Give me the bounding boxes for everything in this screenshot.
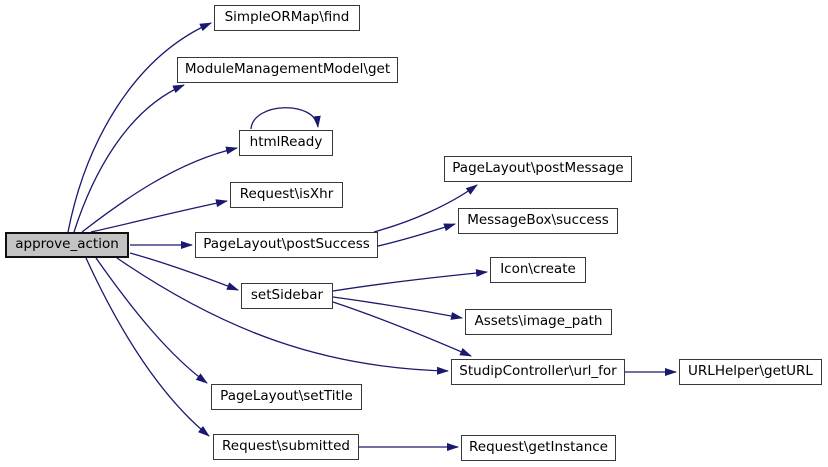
edge-approve_action-to-request_submitted <box>85 257 210 437</box>
edge-approve_action-to-htmlready <box>81 146 238 233</box>
node-pagelayout_postsuccess[interactable]: PageLayout\postSuccess <box>195 232 378 258</box>
edge-pagelayout_postsuccess-to-pagelayout_postmessage <box>373 184 478 233</box>
node-htmlready[interactable]: htmlReady <box>239 130 333 156</box>
node-setsidebar[interactable]: setSidebar <box>241 283 333 309</box>
edge-approve_action-to-pagelayout_settitle <box>95 257 208 384</box>
node-messagebox_success[interactable]: MessageBox\success <box>458 208 618 234</box>
edge-approve_action-to-simpleormap_find <box>67 22 212 233</box>
node-simpleormap_find[interactable]: SimpleORMap\find <box>214 5 360 31</box>
node-pagelayout_settitle[interactable]: PageLayout\setTitle <box>211 384 362 410</box>
edge-pagelayout_postsuccess-to-messagebox_success <box>377 223 456 247</box>
node-icon_create[interactable]: Icon\create <box>490 257 586 283</box>
node-request_submitted[interactable]: Request\submitted <box>213 434 359 460</box>
edge-approve_action-to-request_isxhr <box>90 199 228 233</box>
edge-setsidebar-to-studipcontroller_url_for <box>332 301 472 357</box>
edge-setsidebar-to-assets_image_path <box>332 296 463 320</box>
node-studipcontroller_url_for[interactable]: StudipController\url_for <box>451 359 625 385</box>
edge-setsidebar-to-icon_create <box>332 269 488 292</box>
edge-htmlready-self-loop <box>250 107 321 130</box>
node-modulemanagementmodel_get[interactable]: ModuleManagementModel\get <box>177 57 398 83</box>
edge-approve_action-to-modulemanagementmodel_get <box>73 84 185 233</box>
node-approve_action: approve_action <box>5 232 129 258</box>
edge-approve_action-to-studipcontroller_url_for <box>116 257 449 375</box>
node-assets_image_path[interactable]: Assets\image_path <box>465 309 612 335</box>
node-urlhelper_geturl[interactable]: URLHelper\getURL <box>679 359 822 385</box>
edge-approve_action-to-setsidebar <box>129 252 239 291</box>
node-pagelayout_postmessage[interactable]: PageLayout\postMessage <box>444 156 632 182</box>
node-request_isxhr[interactable]: Request\isXhr <box>230 182 343 208</box>
node-request_getinstance[interactable]: Request\getInstance <box>461 435 616 461</box>
